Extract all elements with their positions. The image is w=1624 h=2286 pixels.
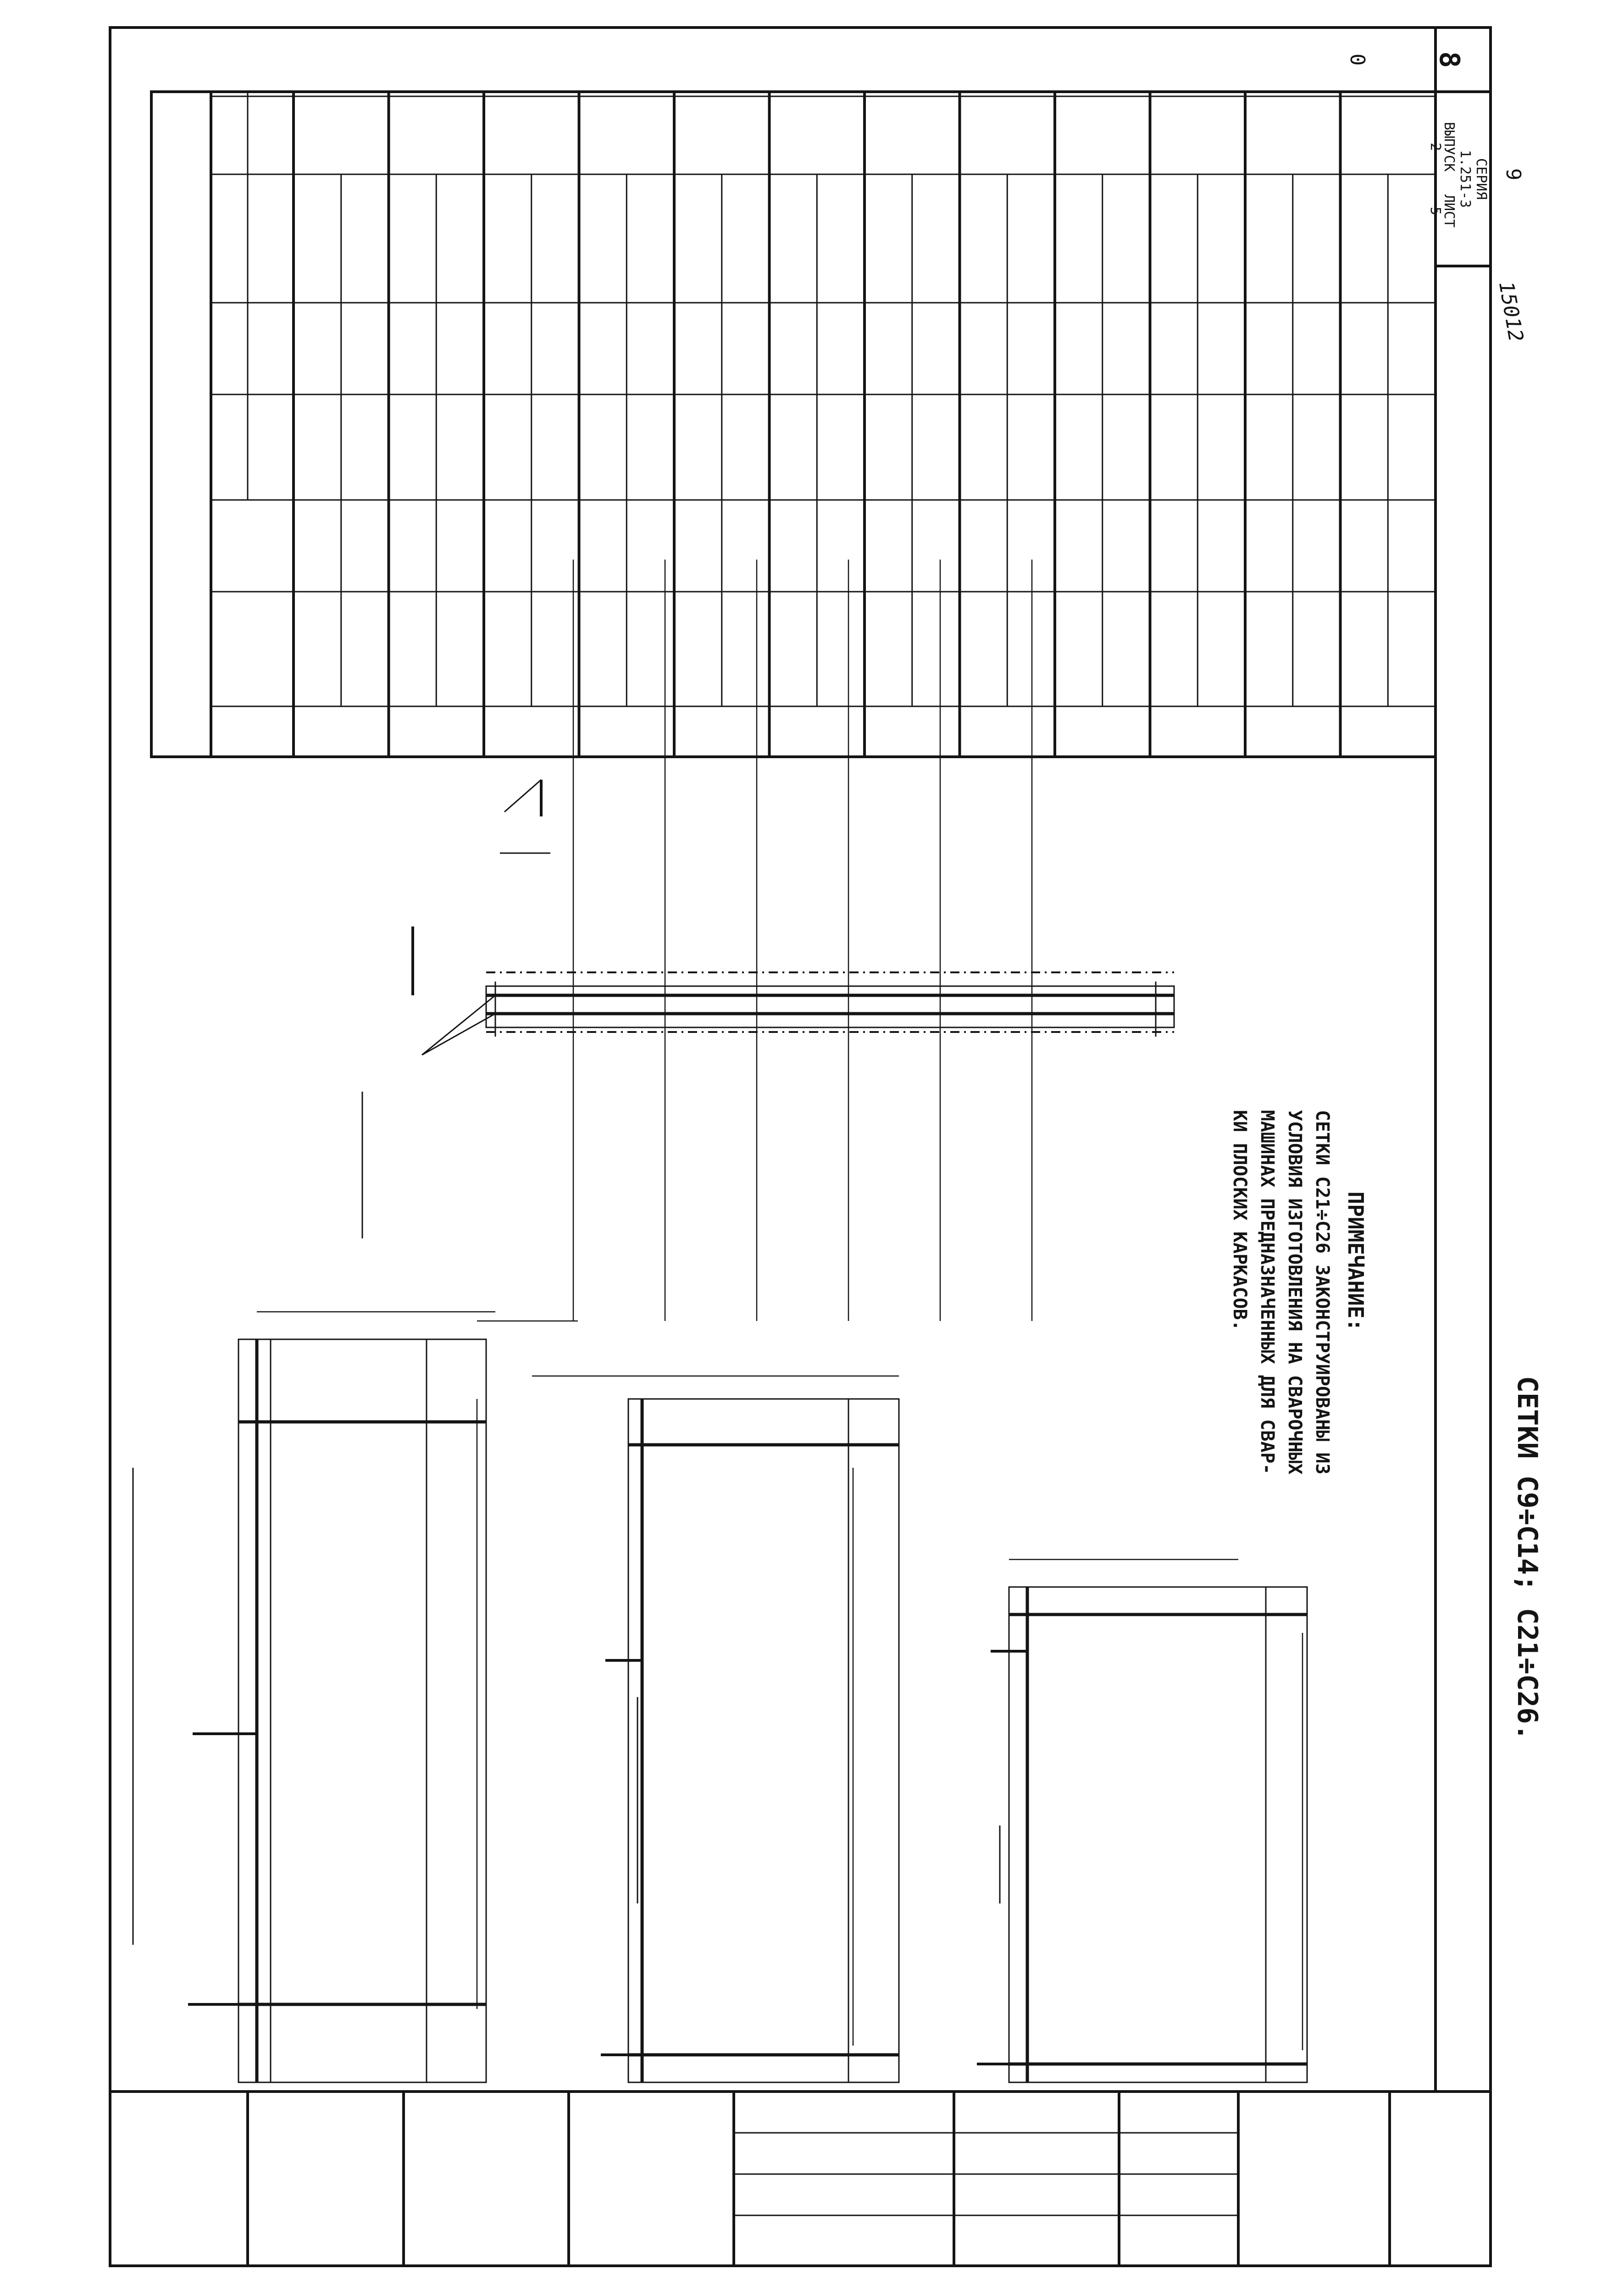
drawing-title: СЕТКИ С9÷С14; С21÷С26. bbox=[1511, 1376, 1543, 1741]
s21-leader-2 bbox=[421, 1013, 496, 1056]
note-heading: ПРИМЕЧАНИЕ: bbox=[1343, 1192, 1368, 1332]
s21-leader bbox=[421, 994, 496, 1056]
series-box-frame bbox=[1434, 90, 1492, 267]
note-block: ПРИМЕЧАНИЕ: СЕТКИ С21÷С26 ЗАКОНСТРУИРОВА… bbox=[1229, 1110, 1368, 1475]
issue-label: ВЫПУСК bbox=[1441, 122, 1457, 172]
archive-number: 15012 bbox=[1494, 280, 1528, 344]
series-value: 1.251-3 bbox=[1457, 150, 1473, 208]
s21-detail-leg bbox=[504, 779, 542, 813]
issue-value: 2 bbox=[1427, 143, 1443, 151]
note-line-2: УСЛОВИЯ ИЗГОТОВЛЕНИЯ НА СВАРОЧНЫХ bbox=[1284, 1110, 1305, 1475]
series-box: СЕРИЯ 1.251-3 ВЫПУСК ЛИСТ 2 5 9 15012 bbox=[1427, 90, 1528, 344]
sheet-frame bbox=[109, 26, 1492, 2267]
note-line-4: КИ ПЛОСКИХ КАРКАСОВ. bbox=[1229, 1110, 1250, 1331]
drawing-title-block: СЕТКИ С9÷С14; С21÷С26. bbox=[1511, 1376, 1543, 1741]
s21-section-band bbox=[485, 985, 1175, 1028]
sheet-label: ЛИСТ bbox=[1441, 194, 1457, 227]
s12-mesh-outline bbox=[627, 1398, 900, 2083]
corner-code: 0 bbox=[1346, 54, 1369, 66]
title-stamp bbox=[246, 2092, 1391, 2266]
spec-table bbox=[150, 90, 1437, 758]
note-line-1: СЕТКИ С21÷С26 ЗАКОНСТРУИРОВАНЫ ИЗ bbox=[1312, 1110, 1333, 1475]
sheet-value: 5 bbox=[1427, 207, 1443, 215]
handwritten-number: 9 bbox=[1502, 168, 1525, 181]
corner-marks: 8 bbox=[1433, 51, 1465, 68]
series-label: СЕРИЯ bbox=[1473, 158, 1489, 200]
s9-mesh-outline bbox=[238, 1338, 487, 2083]
page-number: 8 bbox=[1433, 51, 1465, 68]
s14-mesh-outline bbox=[1008, 1586, 1308, 2083]
note-line-3: МАШИНАХ ПРЕДНАЗНАЧЕННЫХ ДЛЯ СВАР- bbox=[1257, 1110, 1278, 1475]
spec-table-frame bbox=[150, 90, 1437, 758]
mesh-views bbox=[132, 560, 1308, 2083]
